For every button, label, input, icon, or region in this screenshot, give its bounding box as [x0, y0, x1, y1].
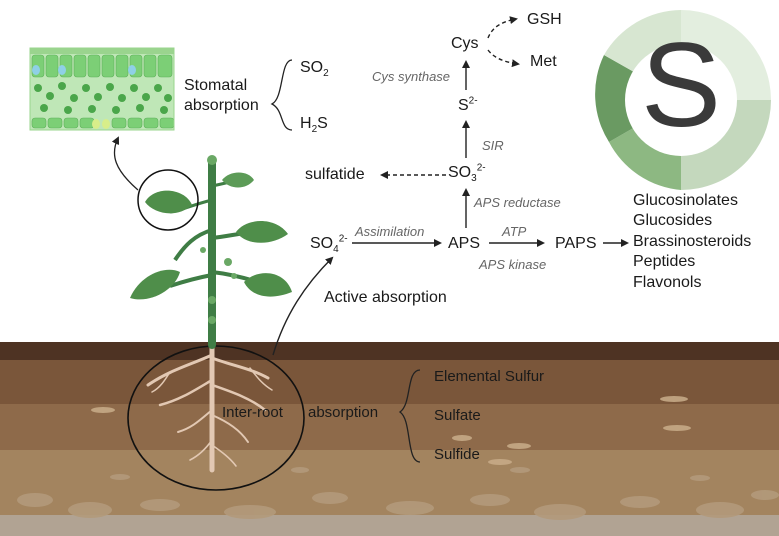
leaf-circled [145, 190, 192, 214]
label-so3: SO32- [448, 162, 486, 185]
label-active-absorption: Active absorption [324, 289, 447, 306]
leaf-section-border [29, 47, 175, 131]
soil-form-sulfide: Sulfide [434, 446, 480, 463]
label-inter-root-absorption: absorption [308, 404, 379, 421]
soil-form-sulfate: Sulfate [434, 407, 481, 424]
emblem-letter: S [640, 18, 722, 152]
product-peptides: Peptides [633, 253, 696, 270]
label-so4: SO42- [310, 233, 348, 256]
root-system [146, 337, 273, 473]
leaf-zoom-circle [137, 169, 199, 231]
label-aps-kinase: APS kinase [479, 257, 547, 272]
product-flavonols: Flavonols [633, 274, 702, 291]
product-glucosides: Glucosides [633, 212, 713, 229]
label-assimilation: Assimilation [355, 224, 425, 239]
soil-pebbles [17, 467, 779, 520]
arrow-active-absorption [272, 256, 334, 356]
soil-upper-layer [0, 360, 779, 410]
root-zone-ellipse [127, 345, 305, 491]
soil-forms-brace [398, 369, 421, 463]
label-cys-synthase: Cys synthase [372, 69, 451, 84]
soil-layers [0, 342, 779, 536]
soil-middle-layer [0, 404, 779, 454]
leaf-lower-right [244, 273, 292, 297]
label-cys: Cys [451, 35, 479, 52]
label-aps: APS [448, 235, 481, 252]
label-gsh: GSH [527, 11, 562, 28]
leaf-cross-section [30, 48, 174, 130]
soil-top-layer [0, 342, 779, 362]
product-glucosinolates: Glucosinolates [633, 192, 738, 209]
stomatal-label-line1: Stomatal [184, 77, 248, 94]
label-atp: ATP [502, 224, 527, 239]
arrow-leaf-to-section [111, 136, 139, 191]
plant [130, 155, 292, 349]
arrow-cys-to-gsh [487, 16, 518, 39]
label-inter-root: Inter-root [222, 404, 283, 421]
label-sulfatide: sulfatide [305, 166, 365, 183]
gas-h2s: H2S [300, 115, 328, 136]
label-met: Met [530, 53, 557, 70]
label-aps-reductase: APS reductase [474, 195, 561, 210]
label-sulfide-ion: S2- [458, 95, 478, 114]
soil-specks [91, 396, 691, 465]
stomatal-brace [270, 59, 293, 131]
soil-rock-base [0, 515, 779, 536]
pathway-arrows [272, 16, 629, 356]
stomatal-label-line2: absorption [184, 97, 259, 114]
soil-form-elemental-sulfur: Elemental Sulfur [434, 368, 545, 385]
label-sir: SIR [482, 138, 504, 153]
product-brassinosteroids: Brassinosteroids [633, 233, 752, 250]
leaf-mid-right [236, 221, 288, 243]
arrow-cys-to-met [487, 49, 520, 68]
label-paps: PAPS [555, 235, 597, 252]
sulfur-emblem [595, 10, 771, 190]
leaf-lower-left [130, 269, 180, 300]
gas-so2: SO2 [300, 59, 329, 80]
leaf-top-right [222, 172, 254, 188]
